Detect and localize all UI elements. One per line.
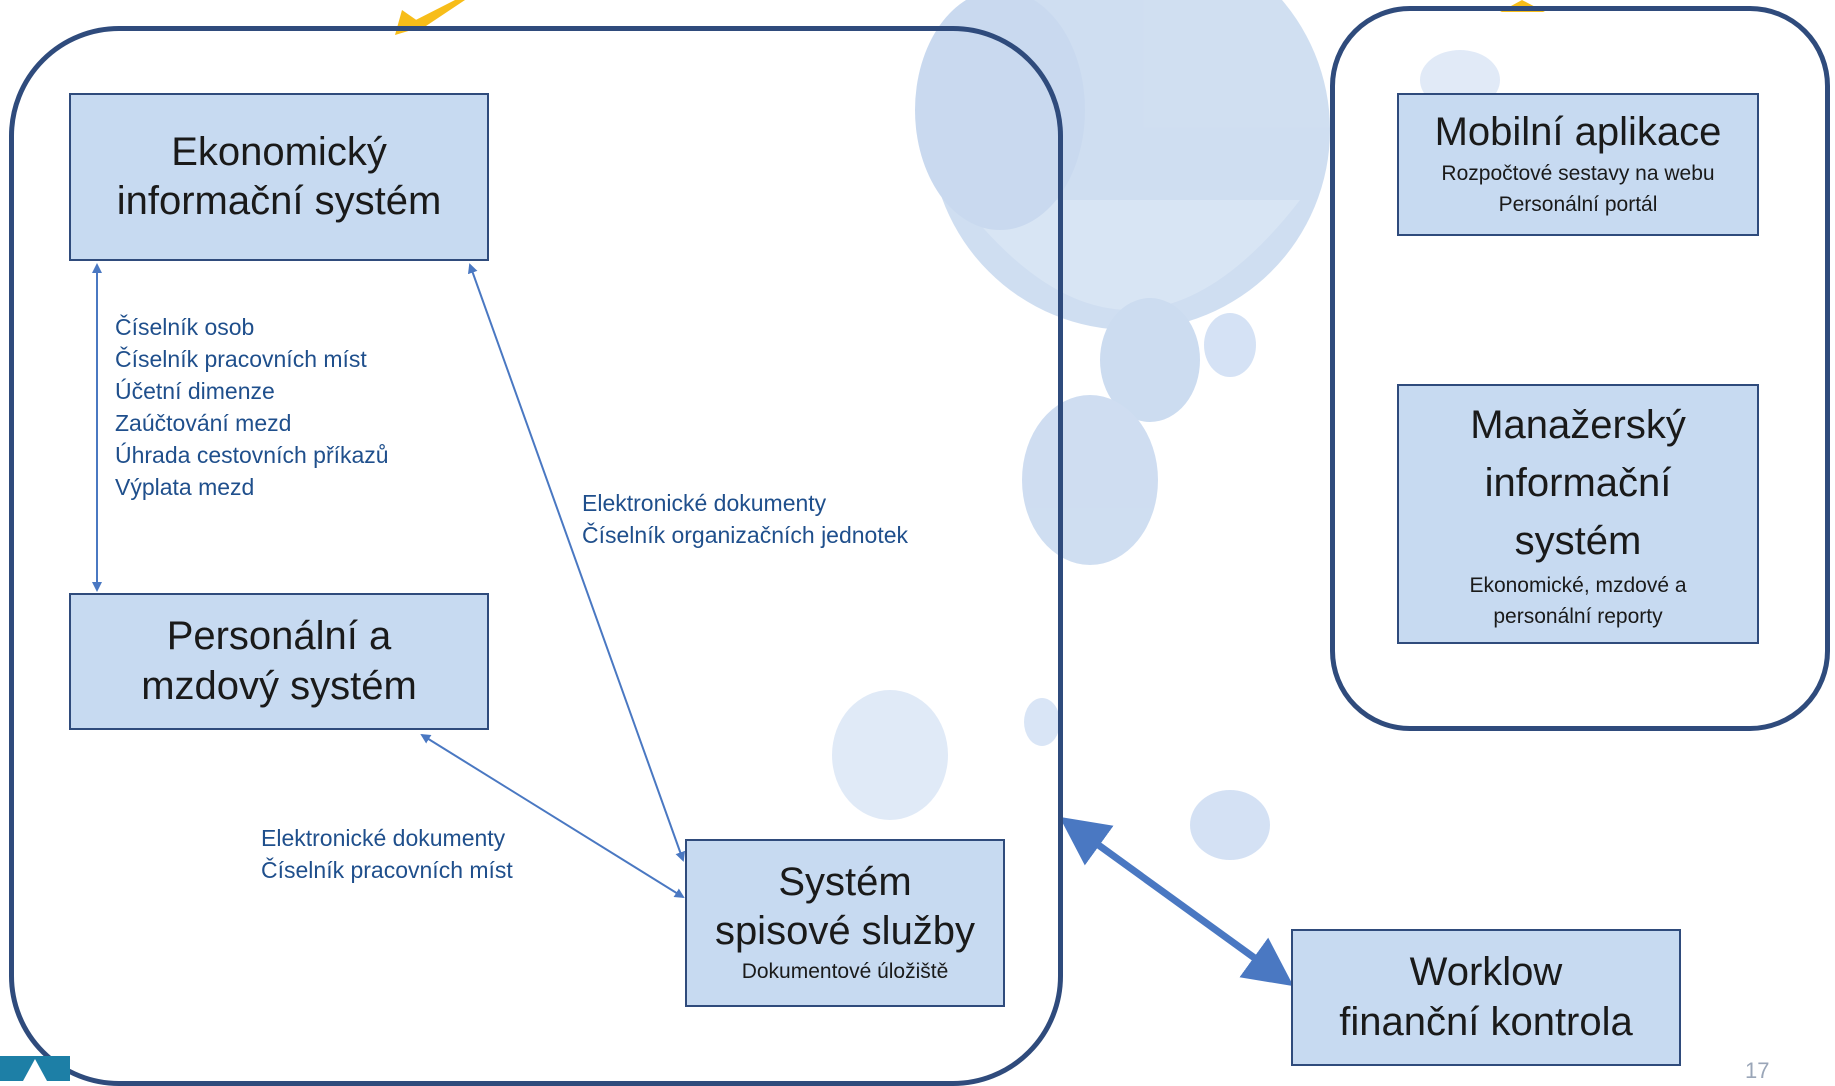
balloon-small-1 <box>1204 313 1256 377</box>
node-personalni-system[interactable]: Personální a mzdový systém <box>69 593 489 730</box>
note-line: Výplata mezd <box>115 474 255 500</box>
balloon-small-3 <box>1024 698 1060 746</box>
right-system-panel <box>1330 6 1830 731</box>
node-manazersky-subtitle-1: Ekonomické, mzdové a <box>1469 573 1687 597</box>
note-line: Číselník osob <box>115 314 255 340</box>
note-line: Zaúčtování mezd <box>115 410 292 436</box>
note-line: Číselník pracovních míst <box>261 857 513 883</box>
node-mobilni-subtitle-2: Personální portál <box>1498 193 1658 217</box>
node-mobilni-title: Mobilní aplikace <box>1434 110 1722 155</box>
note-line: Elektronické dokumenty <box>582 490 827 516</box>
note-line: Číselník pracovních míst <box>115 346 367 372</box>
node-mobilni-subtitle-1: Rozpočtové sestavy na webu <box>1441 161 1715 185</box>
note-line: Číselník organizačních jednotek <box>582 522 909 548</box>
notes-pers-spis: Elektronické dokumenty Číselník pracovní… <box>261 822 513 886</box>
note-line: Úhrada cestovních příkazů <box>115 442 389 468</box>
node-spisova-title: Systém spisové služby <box>714 860 976 954</box>
node-manazersky-subtitle-2: personální reporty <box>1493 605 1663 628</box>
node-manazersky-system[interactable]: Manažerský informační systém Ekonomické,… <box>1397 384 1759 644</box>
node-workflow-title: Worklow finanční kontrola <box>1339 950 1633 1044</box>
note-line: Elektronické dokumenty <box>261 825 506 851</box>
notes-ek-spis: Elektronické dokumenty Číselník organiza… <box>582 487 908 551</box>
balloon-small-2 <box>832 690 948 820</box>
node-ekonomicky-system[interactable]: Ekonomický informační systém <box>69 93 489 261</box>
balloon-small-4 <box>1190 790 1270 860</box>
node-manazersky-title: Manažerský informační systém <box>1470 402 1686 563</box>
node-spisova-sluzba[interactable]: Systém spisové služby Dokumentové úložiš… <box>685 839 1005 1007</box>
balloon-mid-2 <box>1022 395 1158 565</box>
page-number: 17 <box>1745 1058 1770 1083</box>
node-spisova-subtitle: Dokumentové úložiště <box>741 960 949 984</box>
balloon-background <box>832 0 1500 860</box>
node-personalni-title: Personální a mzdový systém <box>141 614 417 708</box>
node-workflow-financni-kontrola[interactable]: Worklow finanční kontrola <box>1291 929 1681 1066</box>
node-mobilni-aplikace[interactable]: Mobilní aplikace Rozpočtové sestavy na w… <box>1397 93 1759 236</box>
note-line: Účetní dimenze <box>115 378 275 404</box>
arrow-panel-workflow <box>1059 816 1294 987</box>
notes-ek-pers: Číselník osob Číselník pracovních míst Ú… <box>115 311 389 503</box>
node-ekonomicky-title: Ekonomický informační systém <box>116 129 442 223</box>
balloon-mid-1 <box>1100 298 1200 422</box>
institution-logo <box>0 1056 70 1081</box>
arrow-pers-spis <box>420 733 685 899</box>
